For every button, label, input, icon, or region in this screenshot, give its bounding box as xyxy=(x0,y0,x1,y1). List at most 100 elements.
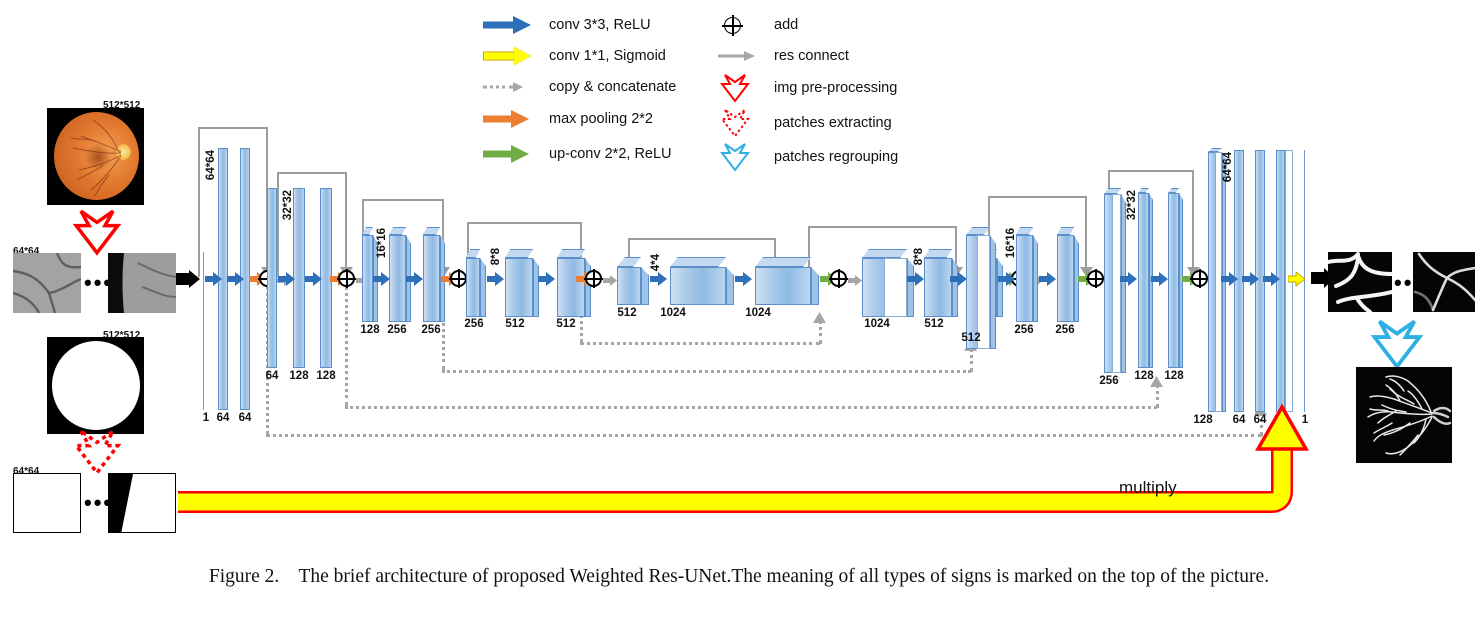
channel-label-d4-2: 64 xyxy=(1253,414,1267,426)
res-connect-3 xyxy=(362,199,444,201)
conv-arrow-e3-a xyxy=(373,271,390,292)
conv-arrow-b-a xyxy=(650,271,667,292)
output-tensor-line xyxy=(1304,150,1305,412)
res-connect-8 xyxy=(1108,170,1194,172)
conv-arrow-b-b xyxy=(735,271,752,292)
skip-1-up xyxy=(1260,412,1263,436)
legend-label: copy & concatenate xyxy=(549,79,677,95)
fundus-input-image xyxy=(47,108,144,205)
feature-box-e4-1 xyxy=(505,249,539,317)
feature-box-d1-0 xyxy=(862,249,914,317)
res-out-arrow-4 xyxy=(603,273,617,291)
channel-label-e3-0: 128 xyxy=(360,324,380,336)
channel-label-e1-0: 1 xyxy=(202,412,210,424)
mask-patch-1 xyxy=(13,473,81,533)
channel-label-d3-0: 256 xyxy=(1099,375,1119,387)
channel-label-d3-2: 128 xyxy=(1164,370,1184,382)
skip-2-up xyxy=(1156,384,1159,408)
legend-panel: conv 3*3, ReLU conv 1*1, Sigmoid copy & … xyxy=(483,6,913,172)
res-connect-5-right xyxy=(774,238,776,267)
legend-item-img-preprocessing: img pre-processing xyxy=(718,72,897,104)
channel-label-d1-0: 1024 xyxy=(864,318,890,330)
conv-arrow-d1-a xyxy=(907,271,924,292)
skip-4-across xyxy=(580,342,820,345)
mask-patch-2 xyxy=(108,473,176,533)
output-patch-1 xyxy=(1328,252,1392,312)
mask-size-label: 512*512 xyxy=(103,330,141,341)
feature-box-d1-1 xyxy=(924,249,958,317)
img-preprocessing-arrow xyxy=(72,208,122,261)
res-connect-7-arrowhead xyxy=(1080,264,1093,282)
mask-patch-size-label: 64*64 xyxy=(13,466,40,477)
patch-size-label: 64*64 xyxy=(13,246,40,257)
res-out-arrow-5 xyxy=(848,273,862,291)
conv-arrow-d4-b xyxy=(1242,271,1259,292)
resolution-label-d2: 16*16 xyxy=(1005,228,1017,259)
res-connect-7 xyxy=(988,196,1087,198)
figure-caption-label: Figure 2. xyxy=(208,566,280,587)
conv-arrow-d4-c xyxy=(1263,271,1280,292)
conv-arrow-e3-b xyxy=(406,271,423,292)
resolution-label-e1: 64*64 xyxy=(205,150,217,181)
legend-label: img pre-processing xyxy=(774,80,898,96)
feature-box-e4-2 xyxy=(557,249,591,317)
skip-4-arrowhead xyxy=(813,310,826,328)
blue-arrow-icon xyxy=(483,14,539,36)
res-connect-7-right xyxy=(1085,196,1087,267)
feature-box-d3-2 xyxy=(1168,188,1183,368)
legend-item-patches-regrouping: patches regrouping xyxy=(718,141,898,173)
resolution-label-d4: 64*64 xyxy=(1222,152,1234,183)
figure-caption: Figure 2. The brief architecture of prop… xyxy=(0,566,1478,588)
legend-label: patches regrouping xyxy=(774,149,899,165)
add-node-3 xyxy=(449,269,468,288)
legend-item-add: add xyxy=(718,12,798,38)
res-connect-1-left xyxy=(198,127,200,277)
feature-box-d2-0 xyxy=(966,227,996,349)
conv-arrow-d3-b xyxy=(1151,271,1168,292)
red-dotted-block-arrow-down-icon xyxy=(718,108,764,138)
sigmoid-conv-arrow xyxy=(1287,271,1306,292)
resolution-label-e4: 8*8 xyxy=(490,248,502,266)
channel-label-e2-1: 128 xyxy=(289,370,309,382)
output-patch-2 xyxy=(1413,252,1475,312)
patches-regrouping-arrow xyxy=(1370,318,1424,375)
legend-item-conv33: conv 3*3, ReLU xyxy=(483,12,651,38)
channel-label-e2-2: 128 xyxy=(316,370,336,382)
res-connect-6-right xyxy=(955,226,957,267)
skip-3-down xyxy=(442,286,445,370)
conv-arrow-e2-a xyxy=(278,271,295,292)
conv-arrow-e1-b xyxy=(227,271,244,292)
legend-label: res connect xyxy=(774,48,849,64)
channel-label-e4-1: 512 xyxy=(505,318,525,330)
input-patch-2 xyxy=(108,253,176,313)
legend-label: patches extracting xyxy=(774,115,892,131)
channel-label-e4-0: 256 xyxy=(464,318,484,330)
res-connect-2-right xyxy=(345,172,347,267)
legend-item-res-connect: res connect xyxy=(718,43,849,69)
res-connect-6 xyxy=(808,226,957,228)
gray-dotted-arrow-icon xyxy=(483,76,539,98)
channel-label-b-2: 1024 xyxy=(745,307,771,319)
add-node-4 xyxy=(584,269,603,288)
res-connect-2 xyxy=(277,172,347,174)
skip-3-up xyxy=(970,348,973,372)
input-patch-1 xyxy=(13,253,81,313)
skip-1-across xyxy=(266,434,1262,437)
skip-4-up xyxy=(819,320,822,344)
channel-label-e2-0: 64 xyxy=(265,370,279,382)
input-arrow xyxy=(176,270,200,297)
mask-patches-ellipsis: ••• xyxy=(84,490,114,515)
feature-box-d2-1 xyxy=(1016,227,1038,322)
legend-item-copy-concat: copy & concatenate xyxy=(483,74,676,100)
skip-2-arrowhead xyxy=(1150,374,1163,392)
feature-box-d2-2 xyxy=(1057,227,1079,322)
legend-item-patches-extracting: patches extracting xyxy=(718,107,892,139)
resolution-label-d3: 32*32 xyxy=(1126,190,1138,221)
legend-label: conv 3*3, ReLU xyxy=(549,17,651,33)
channel-label-e1-1: 64 xyxy=(216,412,230,424)
resolution-label-d1: 8*8 xyxy=(913,248,925,266)
res-connect-5 xyxy=(628,238,776,240)
blue-block-arrow-down-icon xyxy=(718,142,764,172)
channel-label-d1-1: 512 xyxy=(924,318,944,330)
channel-label-d4-1: 64 xyxy=(1232,414,1246,426)
